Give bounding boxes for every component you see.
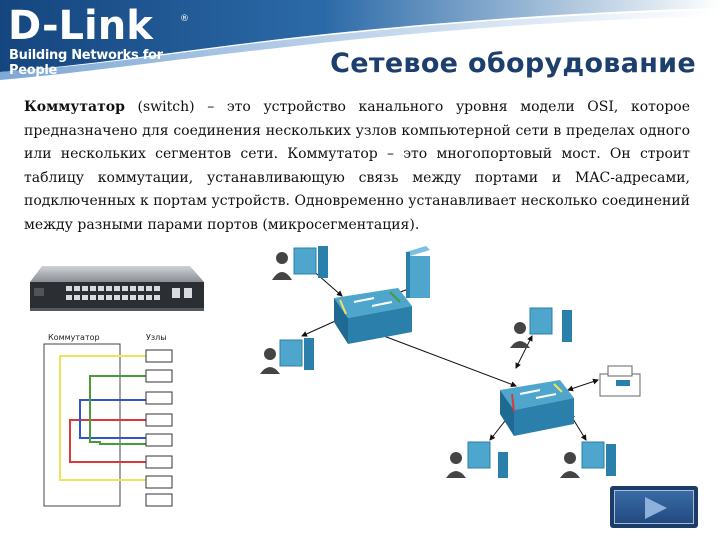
diagram-switch-label: Коммутатор: [48, 333, 100, 342]
server-icon: [406, 246, 430, 298]
logo-wordmark: D-Link: [8, 3, 153, 49]
user-computer-bottom-right: [560, 441, 616, 478]
body-paragraph: Коммутатор (switch) – это устройство кан…: [24, 96, 690, 237]
term-switch: Коммутатор: [24, 99, 125, 115]
switching-diagram: Коммутатор Узлы: [43, 333, 173, 507]
switch-icon: [334, 288, 412, 344]
dlink-logo: D-Link ® Building Networks for People: [8, 3, 198, 78]
network-topology: [260, 246, 641, 478]
user-computer-top-left: [272, 246, 328, 280]
logo-registered-mark: ®: [180, 14, 189, 24]
logo-tagline: Building Networks for People: [9, 48, 163, 78]
switch-icon: [500, 380, 574, 436]
header-band: D-Link ® Building Networks for People: [0, 0, 720, 90]
play-arrow-icon[interactable]: [614, 490, 694, 524]
paragraph-text: (switch) – это устройство канального уро…: [24, 99, 690, 233]
next-slide-button[interactable]: [610, 486, 698, 528]
page-title: Сетевое оборудование: [330, 48, 696, 79]
diagram-nodes-label: Узлы: [146, 333, 167, 342]
header-wave: [0, 0, 720, 80]
user-computer-right: [510, 307, 572, 348]
printer-icon: [599, 365, 641, 397]
switch-photo: [30, 266, 204, 311]
user-computer-bottom-left: [446, 441, 508, 478]
user-computer-left: [260, 338, 314, 374]
